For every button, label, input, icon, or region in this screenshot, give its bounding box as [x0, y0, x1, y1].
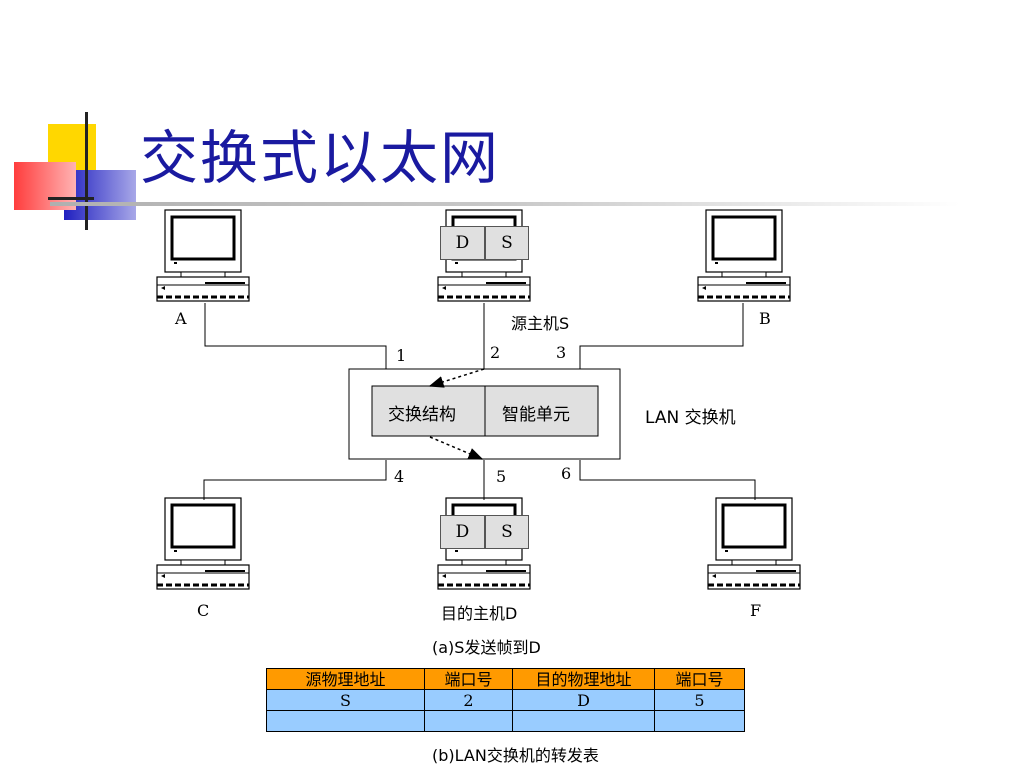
port-3-label: 3: [556, 343, 567, 362]
intelligent-unit-box: [484, 385, 599, 437]
switch-fabric-label: 交换结构: [388, 405, 456, 425]
caption-a: (a)S发送帧到D: [432, 638, 541, 657]
table-header-dst-port: 端口号: [654, 668, 745, 690]
table-cell: [424, 710, 513, 732]
frame-s-dest-field: D: [440, 226, 485, 260]
host-d-label: 目的主机D: [441, 604, 518, 623]
table-header-dst-mac: 目的物理地址: [512, 668, 655, 690]
port-4-label: 4: [394, 467, 405, 486]
host-b-label: B: [759, 309, 771, 328]
table-header-row: 源物理地址 端口号 目的物理地址 端口号: [266, 668, 745, 690]
table-header-src-mac: 源物理地址: [266, 668, 425, 690]
host-s-label: 源主机S: [511, 314, 570, 333]
table-cell: [266, 710, 425, 732]
table-row: [266, 710, 745, 732]
caption-b: (b)LAN交换机的转发表: [432, 746, 599, 765]
cable-f-port6: [579, 460, 756, 500]
slide-title: 交换式以太网: [140, 124, 501, 192]
intelligent-unit-label: 智能单元: [502, 405, 570, 425]
host-a-computer: [155, 208, 251, 303]
lan-switch-label: LAN 交换机: [645, 408, 736, 428]
title-rule: [50, 202, 960, 206]
host-f-label: F: [750, 601, 762, 620]
title-decoration-vline: [85, 112, 88, 230]
port-1-label: 1: [396, 346, 407, 365]
cable-c-port4: [203, 460, 387, 500]
table-cell: S: [266, 689, 425, 711]
frame-d-src-field: S: [485, 515, 529, 549]
frame-s-src-field: S: [485, 226, 529, 260]
port-6-label: 6: [561, 464, 572, 483]
table-cell: D: [512, 689, 655, 711]
forwarding-table: 源物理地址 端口号 目的物理地址 端口号 S 2 D 5: [266, 668, 745, 732]
host-c-computer: [155, 496, 251, 591]
switch-fabric-box: [371, 385, 486, 437]
cable-a-port1: [204, 303, 387, 370]
host-c-label: C: [197, 601, 210, 620]
table-cell: [512, 710, 655, 732]
title-decoration-hline: [48, 197, 94, 200]
table-cell: [654, 710, 745, 732]
cable-b-port3: [579, 303, 744, 370]
frame-d-dest-field: D: [440, 515, 485, 549]
host-f-computer: [706, 496, 802, 591]
title-decoration-blue: [64, 170, 136, 220]
table-row: S 2 D 5: [266, 689, 745, 711]
table-cell: 5: [654, 689, 745, 711]
port-2-label: 2: [490, 343, 501, 362]
table-header-src-port: 端口号: [424, 668, 513, 690]
port-5-label: 5: [496, 467, 507, 486]
host-b-computer: [696, 208, 792, 303]
table-cell: 2: [424, 689, 513, 711]
host-a-label: A: [175, 309, 187, 328]
